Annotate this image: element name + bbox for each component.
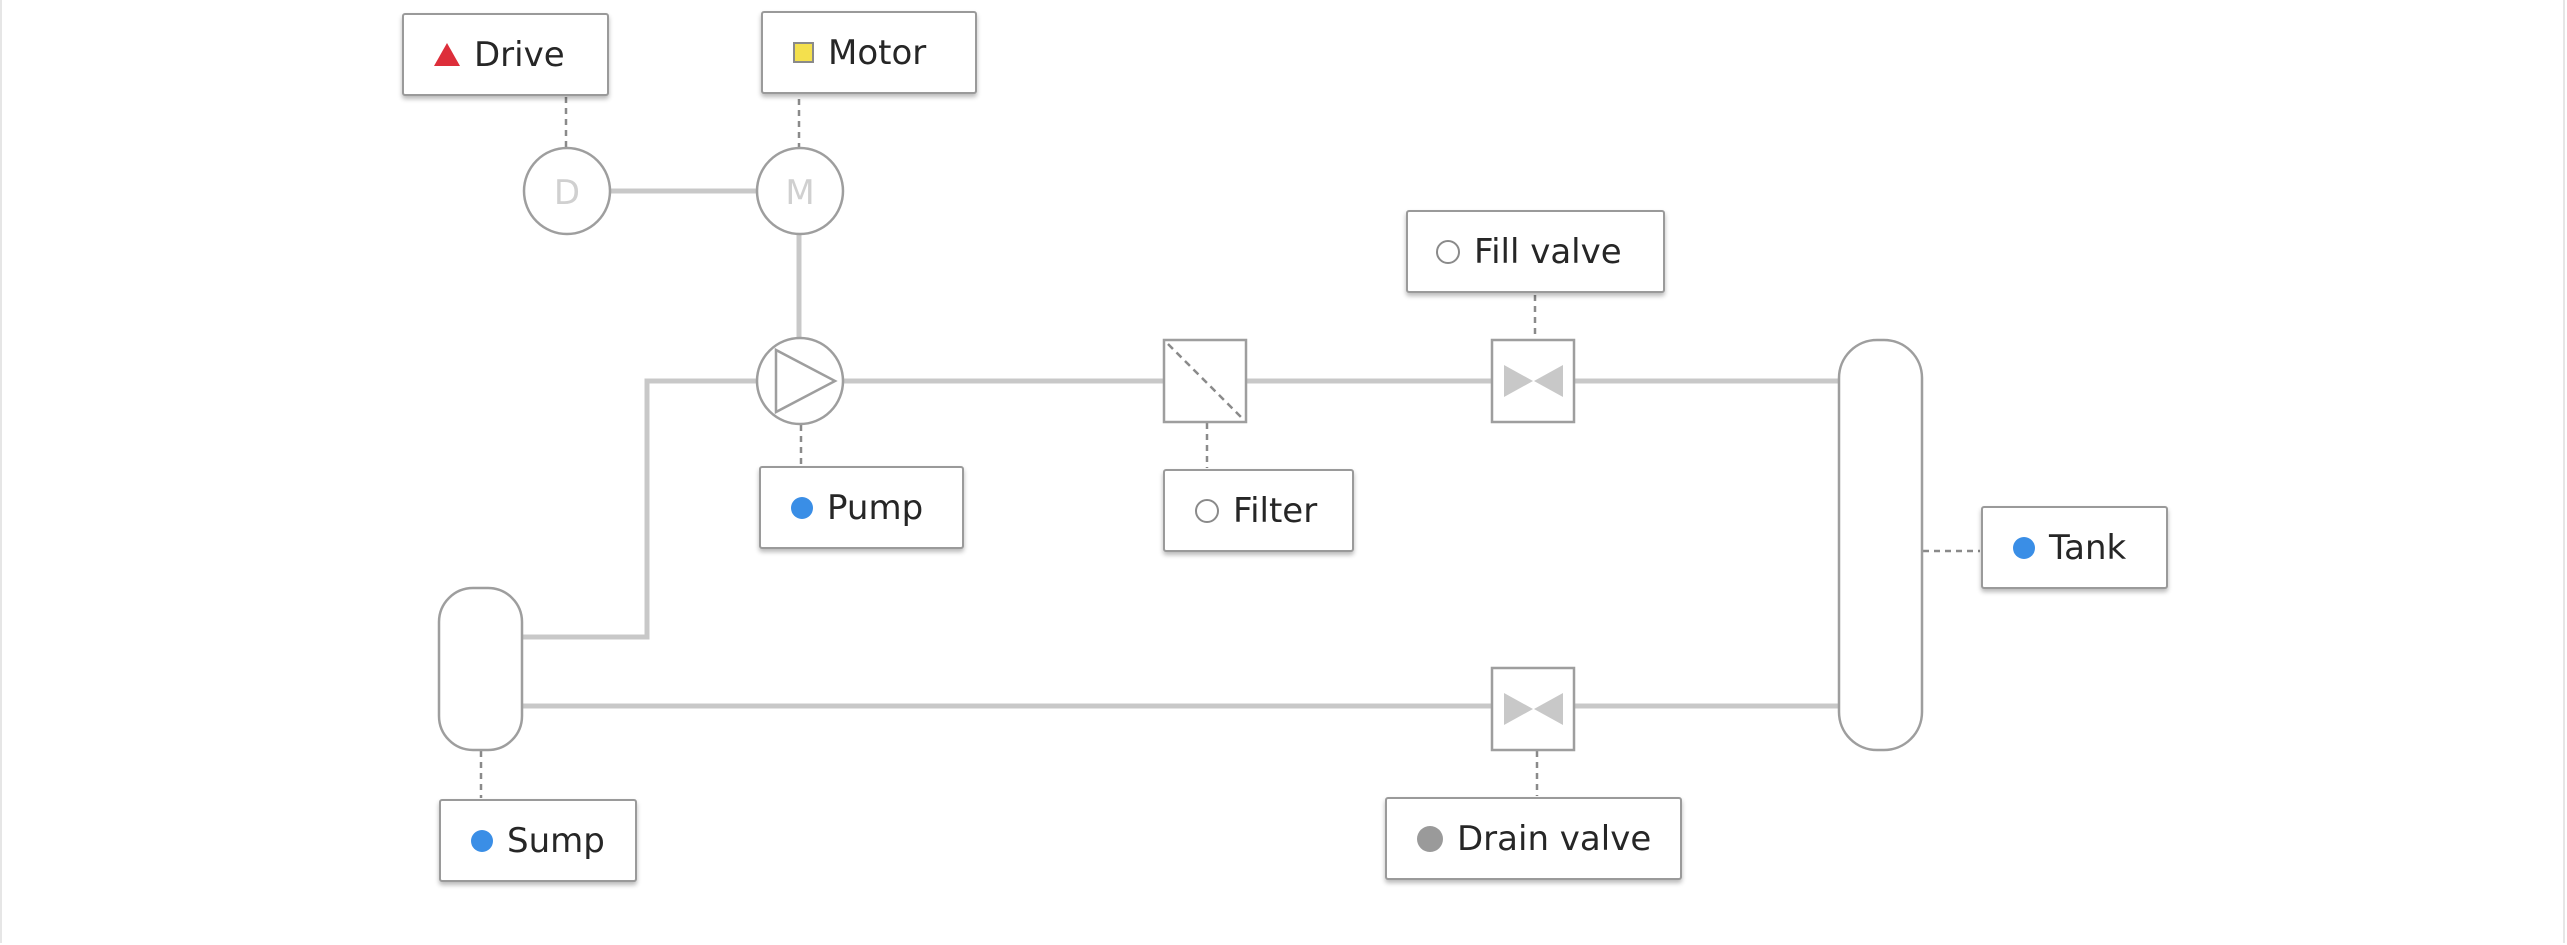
tank-label-text: Tank (2049, 527, 2127, 568)
drive-symbol[interactable]: D (522, 146, 612, 236)
pump-triangle-icon (774, 347, 838, 415)
tank-label[interactable]: Tank (1981, 506, 2168, 589)
motor-label-text: Motor (828, 32, 927, 73)
empty-circle-icon (1436, 239, 1460, 264)
drain-valve-label-text: Drain valve (1457, 818, 1652, 859)
tank-vessel[interactable] (1837, 338, 1924, 752)
fill-valve-label[interactable]: Fill valve (1406, 210, 1665, 293)
drain-valve-symbol[interactable] (1490, 666, 1576, 752)
gray-dot-icon (1417, 825, 1443, 852)
pipe-sump-pump (522, 378, 757, 640)
empty-circle-icon (1195, 498, 1219, 523)
motor-label[interactable]: Motor (761, 11, 977, 94)
blue-dot-icon (2013, 536, 2035, 559)
filter-label[interactable]: Filter (1163, 469, 1354, 552)
drain-valve-right-wedge-icon (1534, 693, 1563, 725)
sump-vessel[interactable] (437, 586, 524, 752)
pipes (522, 188, 1839, 709)
fill-valve-symbol[interactable] (1490, 338, 1576, 424)
filter-diagonal-icon (1167, 343, 1243, 419)
drive-label[interactable]: Drive (402, 13, 609, 96)
drive-symbol-letter: D (554, 173, 580, 213)
blue-dot-icon (791, 496, 813, 519)
alarm-triangle-icon (434, 43, 460, 66)
pump-label[interactable]: Pump (759, 466, 964, 549)
pump-symbol[interactable] (755, 336, 845, 426)
filter-label-text: Filter (1233, 490, 1318, 531)
fill-valve-right-wedge-icon (1534, 365, 1563, 397)
blue-dot-icon (471, 829, 493, 852)
filter-symbol[interactable] (1162, 338, 1248, 424)
leader-lines (479, 97, 1980, 798)
drive-label-text: Drive (474, 34, 565, 75)
motor-symbol[interactable]: M (755, 146, 845, 236)
fill-valve-left-wedge-icon (1504, 365, 1533, 397)
yellow-square-icon (793, 42, 814, 63)
pump-label-text: Pump (827, 487, 924, 528)
motor-symbol-letter: M (785, 173, 814, 213)
sump-label[interactable]: Sump (439, 799, 637, 882)
drain-valve-left-wedge-icon (1504, 693, 1533, 725)
drain-valve-label[interactable]: Drain valve (1385, 797, 1682, 880)
fill-valve-label-text: Fill valve (1474, 231, 1622, 272)
sump-label-text: Sump (507, 820, 605, 861)
